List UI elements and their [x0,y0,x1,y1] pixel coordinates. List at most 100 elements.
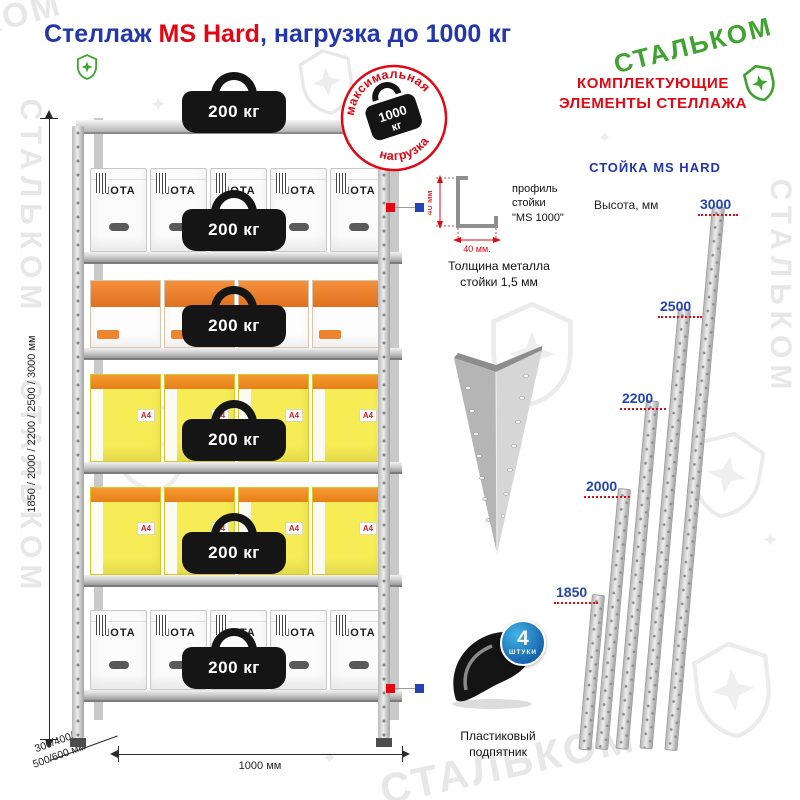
post-height-3000: 3000 [700,196,732,212]
dotted-leader [698,214,738,216]
box-side-stripe [91,502,103,574]
shield-watermark-icon [298,49,353,115]
nota-box: NOTA [90,610,147,690]
box-top-stripe [91,375,160,389]
weight-label: 200 кг [182,419,286,461]
weight-200kg: 200 кг [182,286,286,347]
thickness-note: Толщина металла стойки 1,5 мм [424,258,574,291]
weight-200kg: 200 кг [182,513,286,574]
box-side-stripe [313,502,325,574]
foot-label-line1: Пластиковый [460,729,536,743]
box-tab [97,330,119,339]
weight-200kg: 200 кг [182,628,286,689]
barcode [336,173,348,193]
paper-box-orange [312,280,383,348]
rack-foot [376,738,392,747]
weight-label: 200 кг [182,305,286,347]
paper-box-yellow: A4 [312,374,383,462]
box-top-stripe [91,488,160,502]
barcode [156,615,168,635]
box-side-stripe [313,389,325,461]
stamp-weight-body [365,93,422,141]
shield-watermark-icon [692,641,771,739]
rack-shelf [76,462,402,474]
rack-back-post-right [390,118,399,720]
profile-shape [456,176,498,228]
barcode [156,173,168,193]
dotted-leader [554,602,598,604]
weight-handle [211,190,257,214]
components-heading: КОМПЛЕКТУЮЩИЕ ЭЛЕМЕНТЫ СТЕЛЛАЖА [528,74,778,115]
quantity-badge: 4 ШТУКИ [500,620,546,666]
nota-logo: NOTA [281,185,316,197]
weight-label: 200 кг [182,91,286,133]
rack-foot [70,738,86,747]
paper-size-label: A4 [137,522,155,535]
profile-dim-horizontal: 40 мм. [463,244,490,254]
handle-slot [348,223,369,231]
brand-watermark: СТАЛЬКОМ [764,178,797,396]
box-row-yellow: A4 A4 A4 A4 [90,374,392,462]
plastic-foot-label: Пластиковый подпятник [428,728,568,761]
sparkle-icon: ✦ [598,130,612,147]
width-dimension-line [118,754,402,755]
box-top-stripe [239,375,308,389]
height-units-label: Высота, мм [594,198,659,212]
arrow-right-icon [402,750,410,758]
callout-marker-blue [415,203,424,212]
profile-callout: профиль стойки "MS 1000" [512,182,564,225]
handle-slot [108,661,129,669]
sparkle-icon: ✦ [322,748,338,768]
components-subheading: СТОЙКА MS HARD [589,160,721,175]
rack-shelf [76,348,402,360]
profile-callout-line2: стойки [512,197,546,210]
box-side-stripe [165,389,177,461]
handle-slot [348,661,369,669]
nota-logo: NOTA [101,627,136,639]
barcode [336,615,348,635]
height-dimension-line [49,118,50,740]
corner-post-illustration [454,346,542,555]
profile-callout-line3: "MS 1000" [512,211,564,224]
components-heading-line1: КОМПЛЕКТУЮЩИЕ [577,75,729,92]
paper-size-label: A4 [137,409,155,422]
post-height-2000: 2000 [586,478,618,494]
arrow-left-icon [110,750,118,758]
rack-shelf [76,252,402,264]
post-height-2200: 2200 [622,390,654,406]
box-top-stripe [239,488,308,502]
weight-handle [211,400,257,424]
arrow-down-icon [45,740,53,748]
nota-box: NOTA [330,168,387,252]
barcode [96,615,108,635]
stamp-weight-handle [372,82,402,102]
brand-logo-shield-icon [742,64,775,102]
rack-bottom-shelf [76,690,402,702]
weight-handle [211,72,257,96]
weight-200kg: 200 кг [182,190,286,251]
thickness-line1: Толщина металла [448,259,550,273]
paper-box-yellow: A4 [90,374,161,462]
components-heading-line2: ЭЛЕМЕНТЫ СТЕЛЛАЖА [558,95,748,113]
title-model: MS Hard [158,20,260,48]
nota-logo: NOTA [341,185,376,197]
barcode [276,173,288,193]
post-height-2500: 2500 [660,298,692,314]
barcode [276,615,288,635]
barcode [216,173,228,193]
handle-slot [288,661,309,669]
depth-dimension-label: 300/400/ 500/600 мм [12,722,102,777]
paper-box-yellow: A4 [312,487,383,575]
weight-label: 200 кг [182,532,286,574]
nota-box: NOTA [90,168,147,252]
weight-handle [211,286,257,310]
thickness-line2: стойки 1,5 мм [460,275,538,290]
dimension-tick [118,746,119,762]
callout-line [395,207,415,208]
nota-logo: NOTA [341,627,376,639]
handle-slot [288,223,309,231]
width-dimension-label: 1000 мм [238,760,282,772]
page-title: Стеллаж MS Hard, нагрузка до 1000 кг [44,20,511,49]
nota-box: NOTA [330,610,387,690]
